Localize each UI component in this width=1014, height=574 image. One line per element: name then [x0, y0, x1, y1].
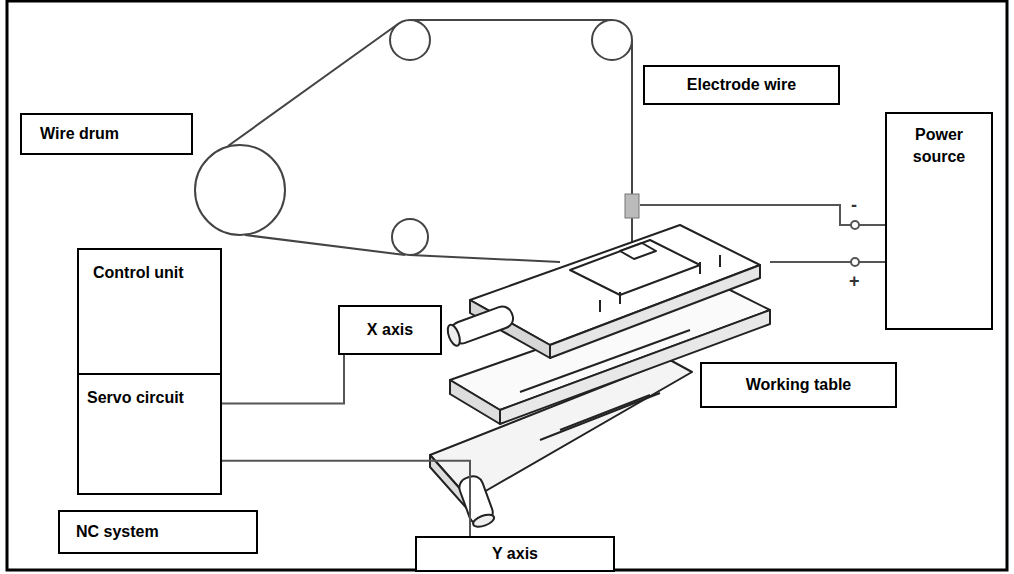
- label-box: Control unit: [77, 248, 222, 375]
- box-label: Electrode wire: [657, 74, 826, 96]
- control-wire: [222, 355, 344, 404]
- x-motor: [445, 304, 515, 348]
- label-box: Y axis: [415, 536, 615, 572]
- box-label: NC system: [76, 521, 240, 543]
- terminal-sign: +: [847, 272, 862, 290]
- box-label: Working table: [714, 374, 883, 396]
- label-box: Working table: [700, 362, 897, 408]
- label-box: NC system: [58, 510, 258, 554]
- label-box: Power source: [885, 112, 993, 330]
- box-label: Power source: [897, 124, 981, 167]
- label-box: X axis: [338, 305, 442, 355]
- box-label: Wire drum: [40, 123, 173, 145]
- terminal-sign: -: [849, 196, 859, 214]
- box-label: Servo circuit: [87, 387, 212, 409]
- label-box: Servo circuit: [77, 373, 222, 495]
- frame: [7, 1, 1007, 570]
- control-wire: [222, 461, 470, 536]
- label-box: Wire drum: [20, 113, 193, 155]
- box-label: Control unit: [93, 262, 206, 284]
- box-label: Y axis: [429, 543, 601, 565]
- label-box: Electrode wire: [643, 65, 840, 105]
- y-motor: [457, 473, 497, 529]
- wire-guide: [625, 194, 639, 218]
- wire-path: [195, 20, 632, 300]
- box-label: X axis: [350, 319, 430, 341]
